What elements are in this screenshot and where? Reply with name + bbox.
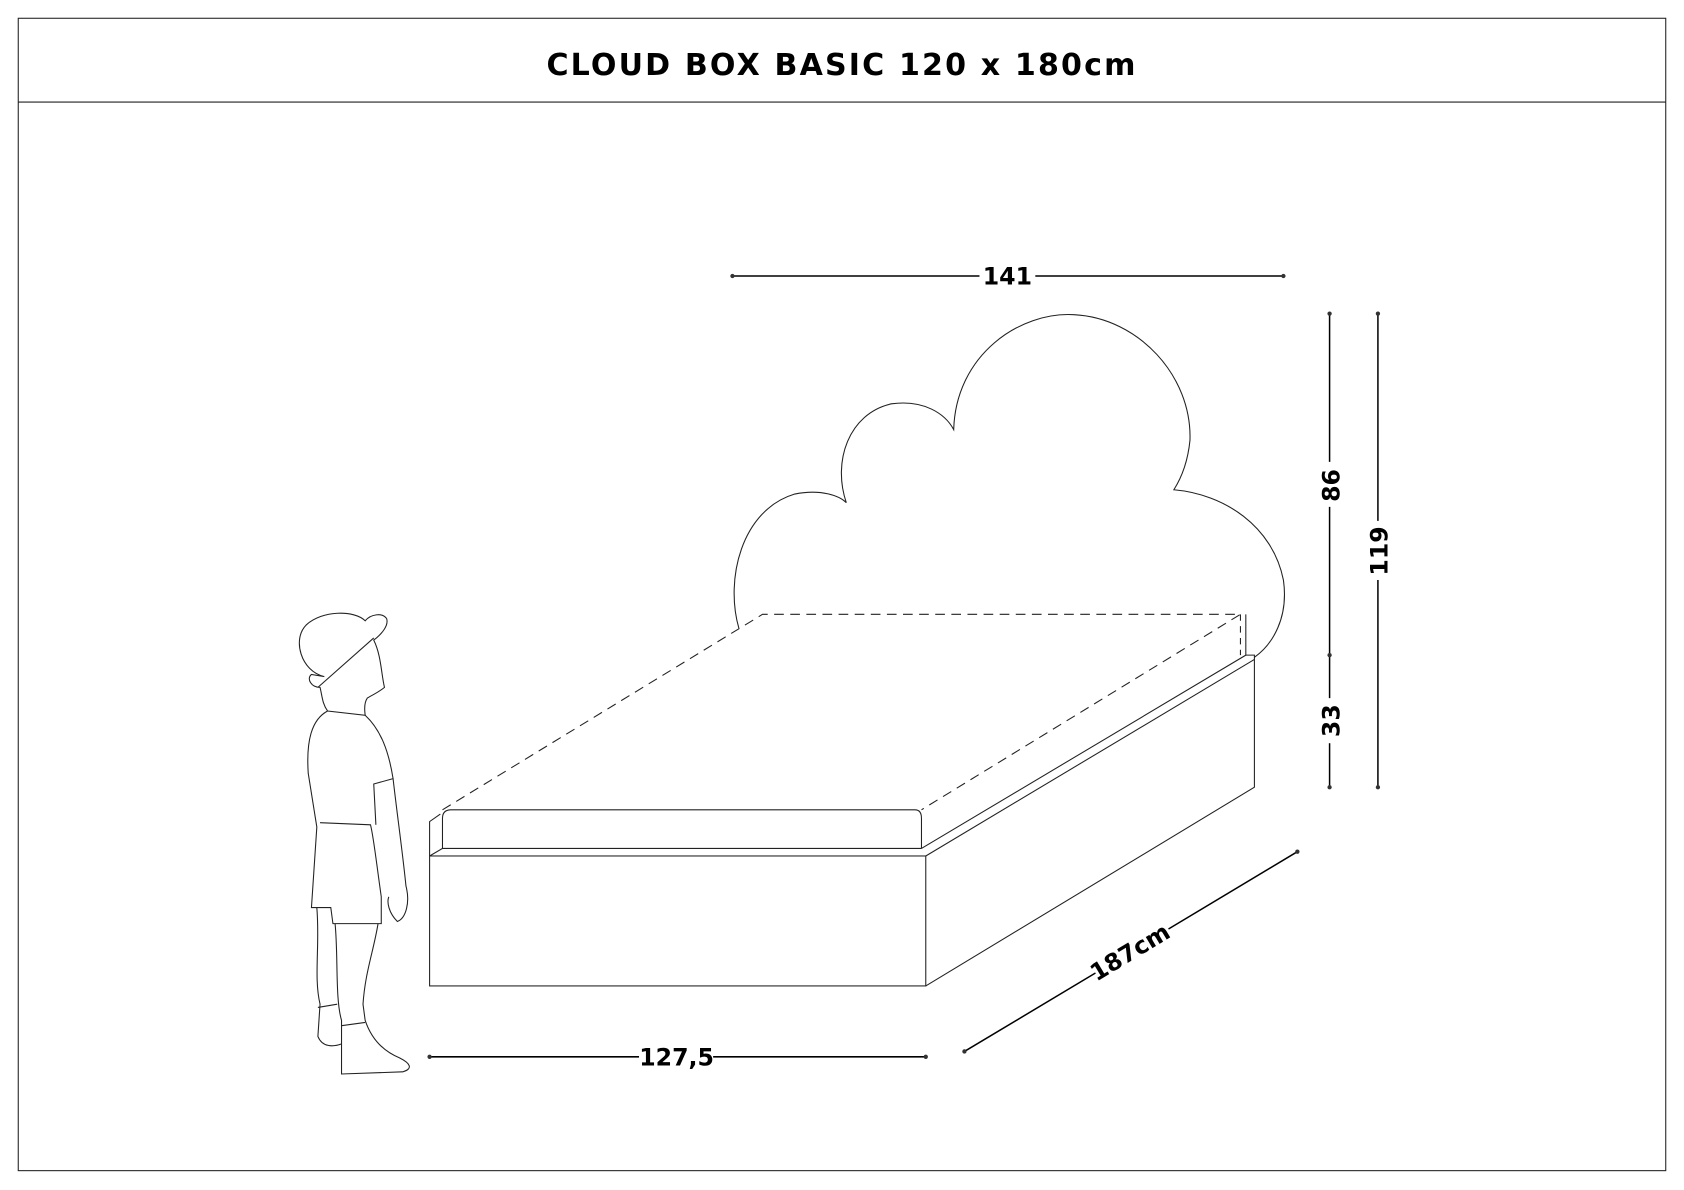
dimension-headboard-width: 141 <box>730 263 1286 291</box>
cloud-headboard <box>733 314 1285 658</box>
drawing-title: CLOUD BOX BASIC 120 x 180cm <box>546 48 1137 83</box>
mattress <box>441 613 1243 849</box>
outer-frame <box>17 17 1667 1172</box>
bed-base <box>429 614 1255 987</box>
child-figure <box>298 612 410 1075</box>
dimension-bed-width: 127,5 <box>427 1043 928 1071</box>
svg-text:127,5: 127,5 <box>639 1043 714 1071</box>
svg-text:141: 141 <box>983 263 1032 291</box>
dimension-heights-left: 86 33 <box>1317 311 1345 790</box>
headboard-height-label: 86 <box>1317 469 1345 502</box>
svg-text:187cm: 187cm <box>1085 918 1175 987</box>
dimension-total-height: 119 <box>1366 311 1394 790</box>
dimension-bed-length: 187cm <box>962 849 1300 1054</box>
base-height-label: 33 <box>1317 704 1345 737</box>
svg-text:119: 119 <box>1366 526 1394 575</box>
